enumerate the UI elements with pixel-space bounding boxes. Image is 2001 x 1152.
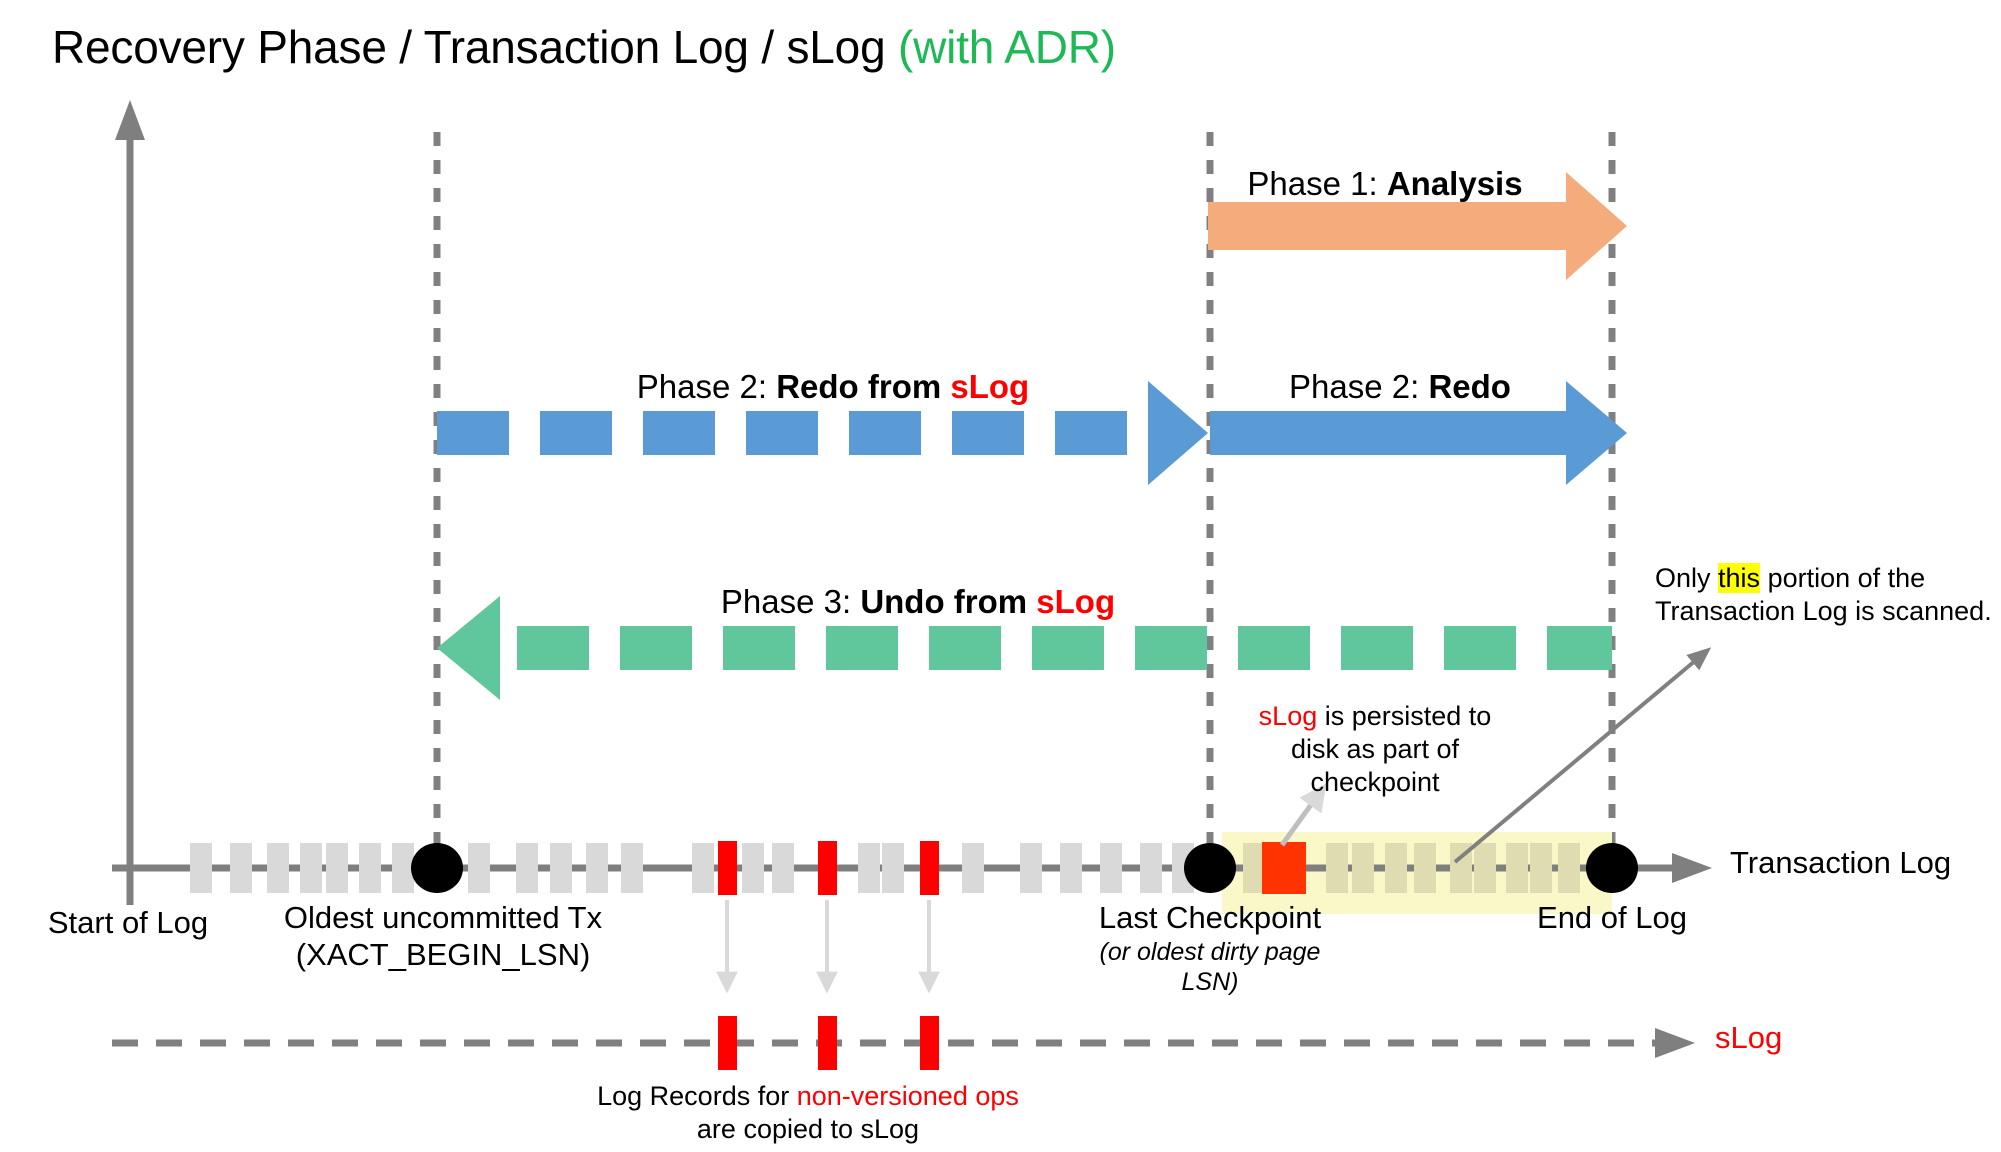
marker-dot-oldest-uncommitted-tx bbox=[411, 843, 463, 893]
phase-2-redo-from-slog-arrow bbox=[437, 381, 1208, 485]
page-title-adr: (with ADR) bbox=[898, 21, 1116, 73]
page-title: Recovery Phase / Transaction Log / sLog … bbox=[52, 20, 1116, 74]
last-checkpoint-title: Last Checkpoint bbox=[1098, 900, 1322, 935]
slog-persist-line1: sLog is persisted to bbox=[1215, 700, 1535, 733]
scanned-band-tick-marks bbox=[1243, 843, 1580, 893]
scanned-portion-annotation: Only this portion of the Transaction Log… bbox=[1655, 562, 1992, 628]
phase-1-name: Analysis bbox=[1386, 165, 1523, 202]
slog-persist-line2: disk as part of bbox=[1290, 733, 1460, 764]
phase-3-name: Undo from bbox=[860, 583, 1037, 620]
marker-dot-end-of-log bbox=[1586, 843, 1638, 893]
slog-copy-line1-a: Log Records for bbox=[597, 1081, 797, 1111]
last-checkpoint-label: Last Checkpoint (or oldest dirty page LS… bbox=[1099, 900, 1321, 997]
oldest-uncommitted-tx-label: Oldest uncommitted Tx (XACT_BEGIN_LSN) bbox=[284, 900, 602, 973]
scanned-portion-highlight: this bbox=[1718, 563, 1761, 593]
slog-nonversioned-records bbox=[718, 1016, 939, 1070]
y-axis bbox=[115, 100, 145, 905]
leader-line-slog-persist bbox=[1279, 783, 1327, 847]
slog-axis-label: sLog bbox=[1715, 1020, 1783, 1055]
marker-dot-last-checkpoint bbox=[1184, 843, 1236, 893]
phase-2-slog-suffix: sLog bbox=[950, 368, 1030, 405]
transaction-log-tick-marks bbox=[190, 843, 1194, 893]
phase-1-analysis-arrow bbox=[1208, 172, 1627, 280]
phase-1-prefix: Phase 1: bbox=[1247, 165, 1387, 202]
transaction-log-nonversioned-records bbox=[718, 841, 939, 895]
oldest-uncommitted-tx-line1: Oldest uncommitted Tx bbox=[283, 900, 603, 935]
phase-2-name: Redo bbox=[1428, 368, 1511, 405]
scanned-portion-line1: Only this portion of the bbox=[1655, 562, 1992, 595]
slog-persist-line1-rest: is persisted to bbox=[1317, 701, 1492, 731]
scanned-portion-line2: Transaction Log is scanned. bbox=[1655, 595, 1992, 626]
page-title-main: Recovery Phase / Transaction Log / sLog bbox=[52, 21, 899, 73]
phase-3-prefix: Phase 3: bbox=[720, 583, 861, 620]
start-of-log-label: Start of Log bbox=[47, 905, 209, 940]
phase-1-label: Phase 1: Analysis bbox=[1247, 165, 1522, 204]
oldest-uncommitted-tx-line2: (XACT_BEGIN_LSN) bbox=[295, 936, 591, 972]
slog-copy-line1: Log Records for non-versioned ops bbox=[597, 1080, 1019, 1113]
transaction-log-axis-label: Transaction Log bbox=[1730, 845, 1952, 880]
phase-3-slog-suffix: sLog bbox=[1036, 583, 1116, 620]
phase-2-redo-label: Phase 2: Redo bbox=[1289, 368, 1511, 407]
scanned-portion-line1-b: portion of the bbox=[1760, 563, 1926, 593]
slog-persist-line3: checkpoint bbox=[1310, 766, 1440, 797]
scanned-portion-line1-a: Only bbox=[1655, 563, 1719, 593]
slog-persist-annotation: sLog is persisted to disk as part of che… bbox=[1215, 700, 1535, 799]
phase-3-undo-from-slog-arrow bbox=[437, 596, 1612, 700]
slog-copy-annotation: Log Records for non-versioned ops are co… bbox=[597, 1080, 1019, 1146]
phase-2-prefix: Phase 2: bbox=[1289, 368, 1429, 405]
phase-2-redo-arrow bbox=[1210, 381, 1627, 485]
slog-axis bbox=[112, 1028, 1695, 1058]
phase-2-slog-name: Redo from bbox=[776, 368, 951, 405]
slog-copy-line2: are copied to sLog bbox=[696, 1113, 920, 1144]
last-checkpoint-sub-line2: LSN) bbox=[1181, 967, 1239, 996]
slog-copy-keyword: non-versioned ops bbox=[796, 1081, 1019, 1111]
slog-persist-keyword: sLog bbox=[1258, 701, 1318, 731]
last-checkpoint-sub-line1: (or oldest dirty page bbox=[1099, 937, 1321, 966]
copy-to-slog-arrows bbox=[716, 900, 940, 994]
checkpoint-slog-record bbox=[1262, 842, 1306, 894]
phase-2-slog-prefix: Phase 2: bbox=[636, 368, 777, 405]
phase-2-redo-from-slog-label: Phase 2: Redo from sLog bbox=[637, 368, 1029, 407]
leader-line-scanned-portion bbox=[1453, 647, 1712, 864]
phase-3-undo-from-slog-label: Phase 3: Undo from sLog bbox=[721, 583, 1115, 622]
end-of-log-label: End of Log bbox=[1537, 900, 1687, 935]
